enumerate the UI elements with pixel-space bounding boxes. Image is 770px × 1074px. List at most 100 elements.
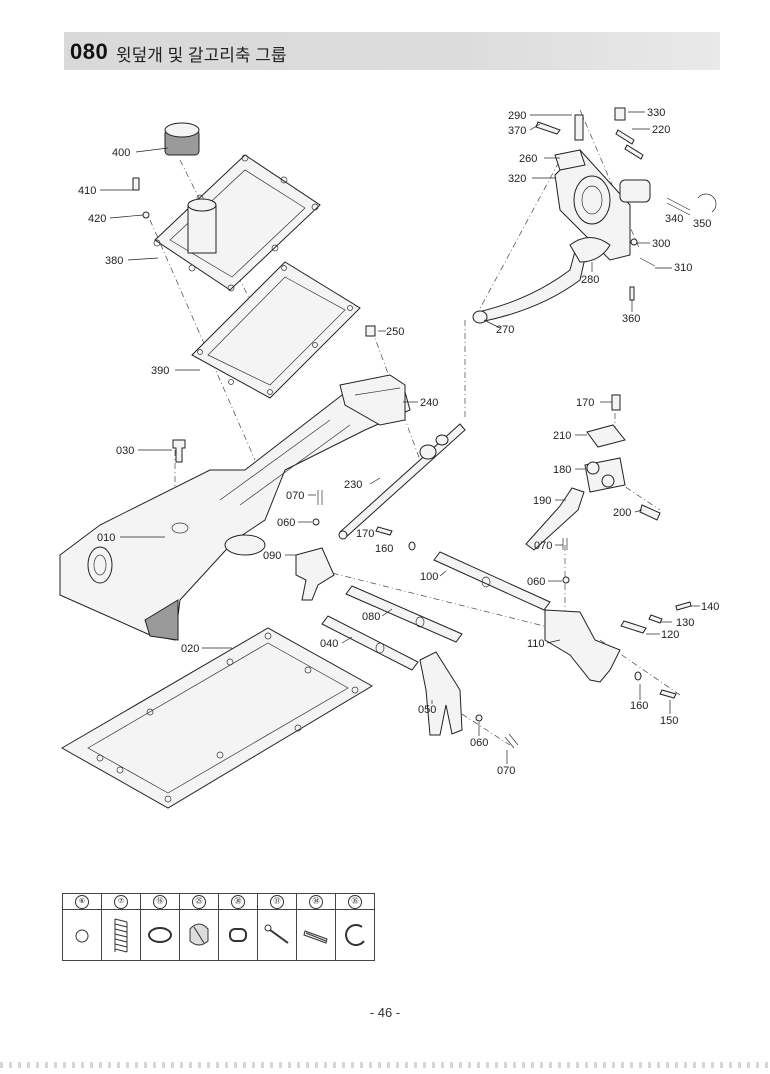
legend-icon-cell (179, 909, 219, 961)
spring-icon (114, 918, 128, 952)
ball-icon (75, 929, 89, 942)
callout-020: 020 (181, 643, 199, 655)
callout-150: 150 (660, 715, 678, 727)
callout-330: 330 (647, 107, 665, 119)
legend-key-cell: ㉛ (257, 893, 297, 910)
part-240-bracket (339, 374, 406, 426)
callout-090: 090 (263, 550, 281, 562)
callout-160-a: 160 (375, 543, 393, 555)
legend-icon-cell (335, 909, 375, 961)
callout-260: 260 (519, 153, 537, 165)
callout-060-b: 060 (527, 576, 545, 588)
callout-350: 350 (693, 218, 711, 230)
callout-380: 380 (105, 255, 123, 267)
callout-300: 300 (652, 238, 670, 250)
legend-icon-cell (296, 909, 336, 961)
callout-170-a: 170 (356, 528, 374, 540)
callout-130: 130 (676, 617, 694, 629)
legend-key: ㉞ (309, 894, 323, 909)
scan-artifact (0, 1062, 770, 1068)
callout-210: 210 (553, 430, 571, 442)
callout-030: 030 (116, 445, 134, 457)
part-230-shift-lever (338, 423, 466, 540)
shift-rods (321, 551, 551, 671)
callout-070-a: 070 (286, 490, 304, 502)
callout-040: 040 (320, 638, 338, 650)
callout-060-c: 060 (470, 737, 488, 749)
callout-290: 290 (508, 110, 526, 122)
section-code: 080 (70, 39, 109, 64)
legend-icon-cell (218, 909, 258, 961)
callout-230: 230 (344, 479, 362, 491)
callout-400: 400 (112, 147, 130, 159)
callout-370: 370 (508, 125, 526, 137)
leader-lines (100, 111, 700, 764)
callout-320: 320 (508, 173, 526, 185)
washer-icon (229, 927, 247, 942)
callout-190: 190 (533, 495, 551, 507)
callout-140: 140 (701, 601, 719, 613)
legend-key-cell: ㉚ (218, 893, 258, 910)
part-020-gasket (60, 627, 373, 809)
callout-060-a: 060 (277, 517, 295, 529)
section-title: 윗덮개 및 갈고리축 그룹 (116, 46, 287, 65)
spring-pin-icon (303, 929, 328, 944)
callout-340: 340 (665, 213, 683, 225)
callout-180: 180 (553, 464, 571, 476)
callout-labels: 290 330 370 220 260 320 340 350 300 310 … (78, 107, 719, 777)
callout-220: 220 (652, 124, 670, 136)
part-400-cap (164, 122, 200, 156)
callout-250: 250 (386, 326, 404, 338)
legend-key-cell: ㉞ (296, 893, 336, 910)
section-header: 080 윗덮개 및 갈고리축 그룹 (64, 32, 720, 70)
detent-assembly (525, 394, 661, 551)
legend-key-row: ⑥ ⑦ ⑯ ㉕ ㉚ ㉛ ㉞ ㉟ (62, 893, 375, 910)
callout-070-b: 070 (534, 540, 552, 552)
callout-420: 420 (88, 213, 106, 225)
callout-010: 010 (97, 532, 115, 544)
standard-parts-legend: ⑥ ⑦ ⑯ ㉕ ㉚ ㉛ ㉞ ㉟ (62, 893, 375, 961)
snap-ring-icon (345, 923, 365, 946)
legend-key-cell: ㉟ (335, 893, 375, 910)
legend-key: ⑯ (153, 894, 167, 909)
page-number: - 46 - (369, 1005, 401, 1020)
legend-key: ㉚ (231, 894, 245, 909)
plug-icon (189, 923, 209, 945)
callout-160-b: 160 (630, 700, 648, 712)
legend-key-cell: ⑦ (101, 893, 141, 910)
legend-key: ⑥ (75, 894, 89, 909)
legend-icon-cell (101, 909, 141, 961)
split-pin-icon (264, 924, 289, 944)
callout-240: 240 (420, 397, 438, 409)
legend-icon-cell (140, 909, 180, 961)
callout-390: 390 (151, 365, 169, 377)
callout-110: 110 (527, 638, 545, 650)
callout-050: 050 (418, 704, 436, 716)
legend-key: ㉛ (270, 894, 284, 909)
springs-and-balls (132, 177, 692, 749)
callout-170-b: 170 (576, 397, 594, 409)
hardware-top-right (535, 107, 717, 301)
part-270-gearshift-lever (472, 239, 589, 324)
legend-key: ㉕ (192, 894, 206, 909)
shift-forks (295, 547, 621, 736)
o-ring-icon (148, 926, 172, 943)
part-010-top-cover (59, 384, 411, 641)
legend-icon-cell (62, 909, 102, 961)
callout-100: 100 (420, 571, 438, 583)
callout-070-c: 070 (497, 765, 515, 777)
callout-310: 310 (674, 262, 692, 274)
callout-270: 270 (496, 324, 514, 336)
callout-080: 080 (362, 611, 380, 623)
callout-280: 280 (581, 274, 599, 286)
part-380-lid (153, 154, 321, 292)
callout-360: 360 (622, 313, 640, 325)
legend-key: ㉟ (348, 894, 362, 909)
legend-icon-row (62, 909, 375, 961)
part-320-housing (554, 149, 651, 263)
callout-120: 120 (661, 629, 679, 641)
callout-200: 200 (613, 507, 631, 519)
legend-key-cell: ㉕ (179, 893, 219, 910)
legend-key-cell: ⑯ (140, 893, 180, 910)
